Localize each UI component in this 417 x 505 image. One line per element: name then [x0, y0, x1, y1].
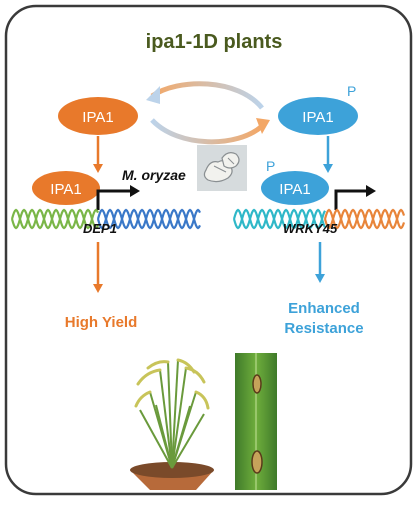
right-bound-label: IPA1 [279, 181, 310, 198]
right-bound-phospho: P [266, 158, 275, 174]
right-outcome-line2: Resistance [284, 320, 363, 337]
right-arrow-down-2 [315, 242, 325, 283]
dna-strand [323, 208, 406, 230]
dna-strand [96, 208, 201, 230]
dna-strand [232, 208, 326, 230]
right-promoter-arrow [334, 185, 376, 210]
left-gene-label: DEP1 [83, 221, 117, 236]
cycle-arrows-icon [146, 81, 270, 145]
right-phospho-label: P [347, 83, 356, 99]
left-outcome: High Yield [65, 314, 138, 331]
left-promoter-arrow [96, 185, 140, 210]
pathogen-label: M. oryzae [122, 167, 186, 183]
left-bound-ipa1: IPA1 [32, 171, 100, 205]
dna-helix-right [232, 208, 406, 230]
dna-strand [232, 208, 326, 230]
rice-plant-icon [130, 358, 214, 490]
infected-leaf-icon [235, 353, 277, 490]
dna-strand [10, 208, 99, 230]
frame-border [4, 4, 413, 496]
left-arrow-down-2 [93, 242, 103, 293]
left-ipa1-label: IPA1 [82, 109, 113, 126]
diagram-title: ipa1-1D plants [146, 31, 283, 53]
left-ipa1-node: IPA1 [58, 97, 138, 135]
right-gene-label: WRKY45 [283, 221, 338, 236]
right-ipa1-label: IPA1 [302, 109, 333, 126]
dna-helix-left [10, 208, 201, 230]
right-arrow-down-1 [323, 136, 333, 173]
left-bound-label: IPA1 [50, 181, 81, 198]
left-arrow-down-1 [93, 136, 103, 173]
right-outcome-line1: Enhanced [288, 300, 360, 317]
fungal-spore-icon [197, 145, 247, 191]
dna-strand [96, 208, 201, 230]
right-bound-ipa1: IPA1 P [261, 158, 329, 205]
right-ipa1-node: IPA1 P [278, 83, 358, 135]
